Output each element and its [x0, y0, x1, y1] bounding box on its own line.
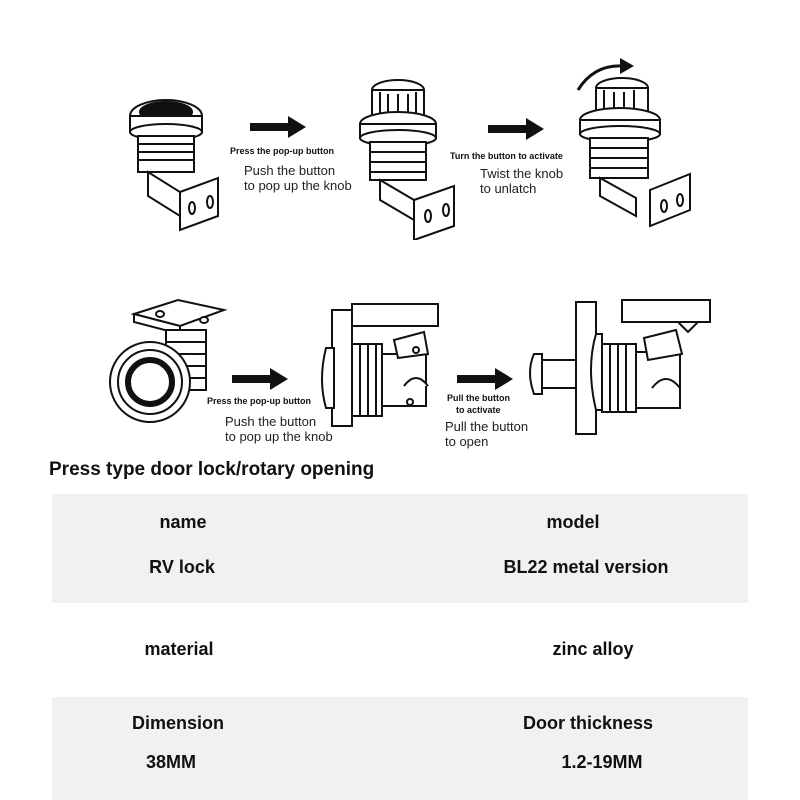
step-caption-line1: Push the button: [225, 414, 317, 429]
spec-value-door-thickness: 1.2-19MM: [561, 752, 643, 772]
spec-label-material: material: [144, 639, 214, 659]
spec-label-model: model: [546, 512, 600, 532]
lock-illustration-front: [109, 298, 228, 423]
spec-value-dimension: 38MM: [145, 752, 197, 772]
arrow-right-icon: [232, 368, 288, 390]
spec-label-name: name: [159, 512, 207, 532]
step-caption-small: Turn the button to activate: [450, 151, 563, 161]
lock-illustration-side: [321, 303, 439, 427]
step-caption-line2: to open: [445, 434, 489, 449]
lock-illustration-closed: [129, 99, 219, 232]
arrow-right-icon: [488, 118, 544, 140]
step-caption-line1: Twist the knob: [480, 166, 564, 181]
spec-row-band: [52, 697, 748, 800]
spec-label-dimension: Dimension: [131, 713, 225, 733]
spec-value-model: BL22 metal version: [503, 557, 669, 577]
step-caption-small: Press the pop-up button: [230, 146, 334, 156]
page-title: Press type door lock/rotary opening: [49, 459, 375, 480]
arrow-right-icon: [250, 116, 306, 138]
step-caption-small: Pull the button: [447, 393, 510, 403]
lock-illustration-popped: [359, 79, 455, 240]
spec-label-door-thickness: Door thickness: [522, 713, 654, 733]
spec-value-material: zinc alloy: [552, 639, 634, 659]
spec-row-band: [52, 494, 748, 603]
step-caption-line1: Push the button: [244, 163, 336, 178]
step-caption-small: to activate: [456, 405, 501, 415]
arrow-right-icon: [457, 368, 513, 390]
lock-illustration-twisted: [576, 58, 691, 228]
spec-value-name: RV lock: [149, 557, 215, 577]
step-caption-line2: to unlatch: [480, 181, 537, 196]
step-caption-line2: to pop up the knob: [225, 429, 333, 444]
step-caption-small: Press the pop-up button: [207, 396, 311, 406]
step-caption-line2: to pop up the knob: [244, 178, 352, 193]
rotate-arrow-icon: [620, 58, 634, 74]
step-caption-line1: Pull the button: [445, 419, 529, 434]
lock-illustration-pulled: [529, 299, 711, 435]
